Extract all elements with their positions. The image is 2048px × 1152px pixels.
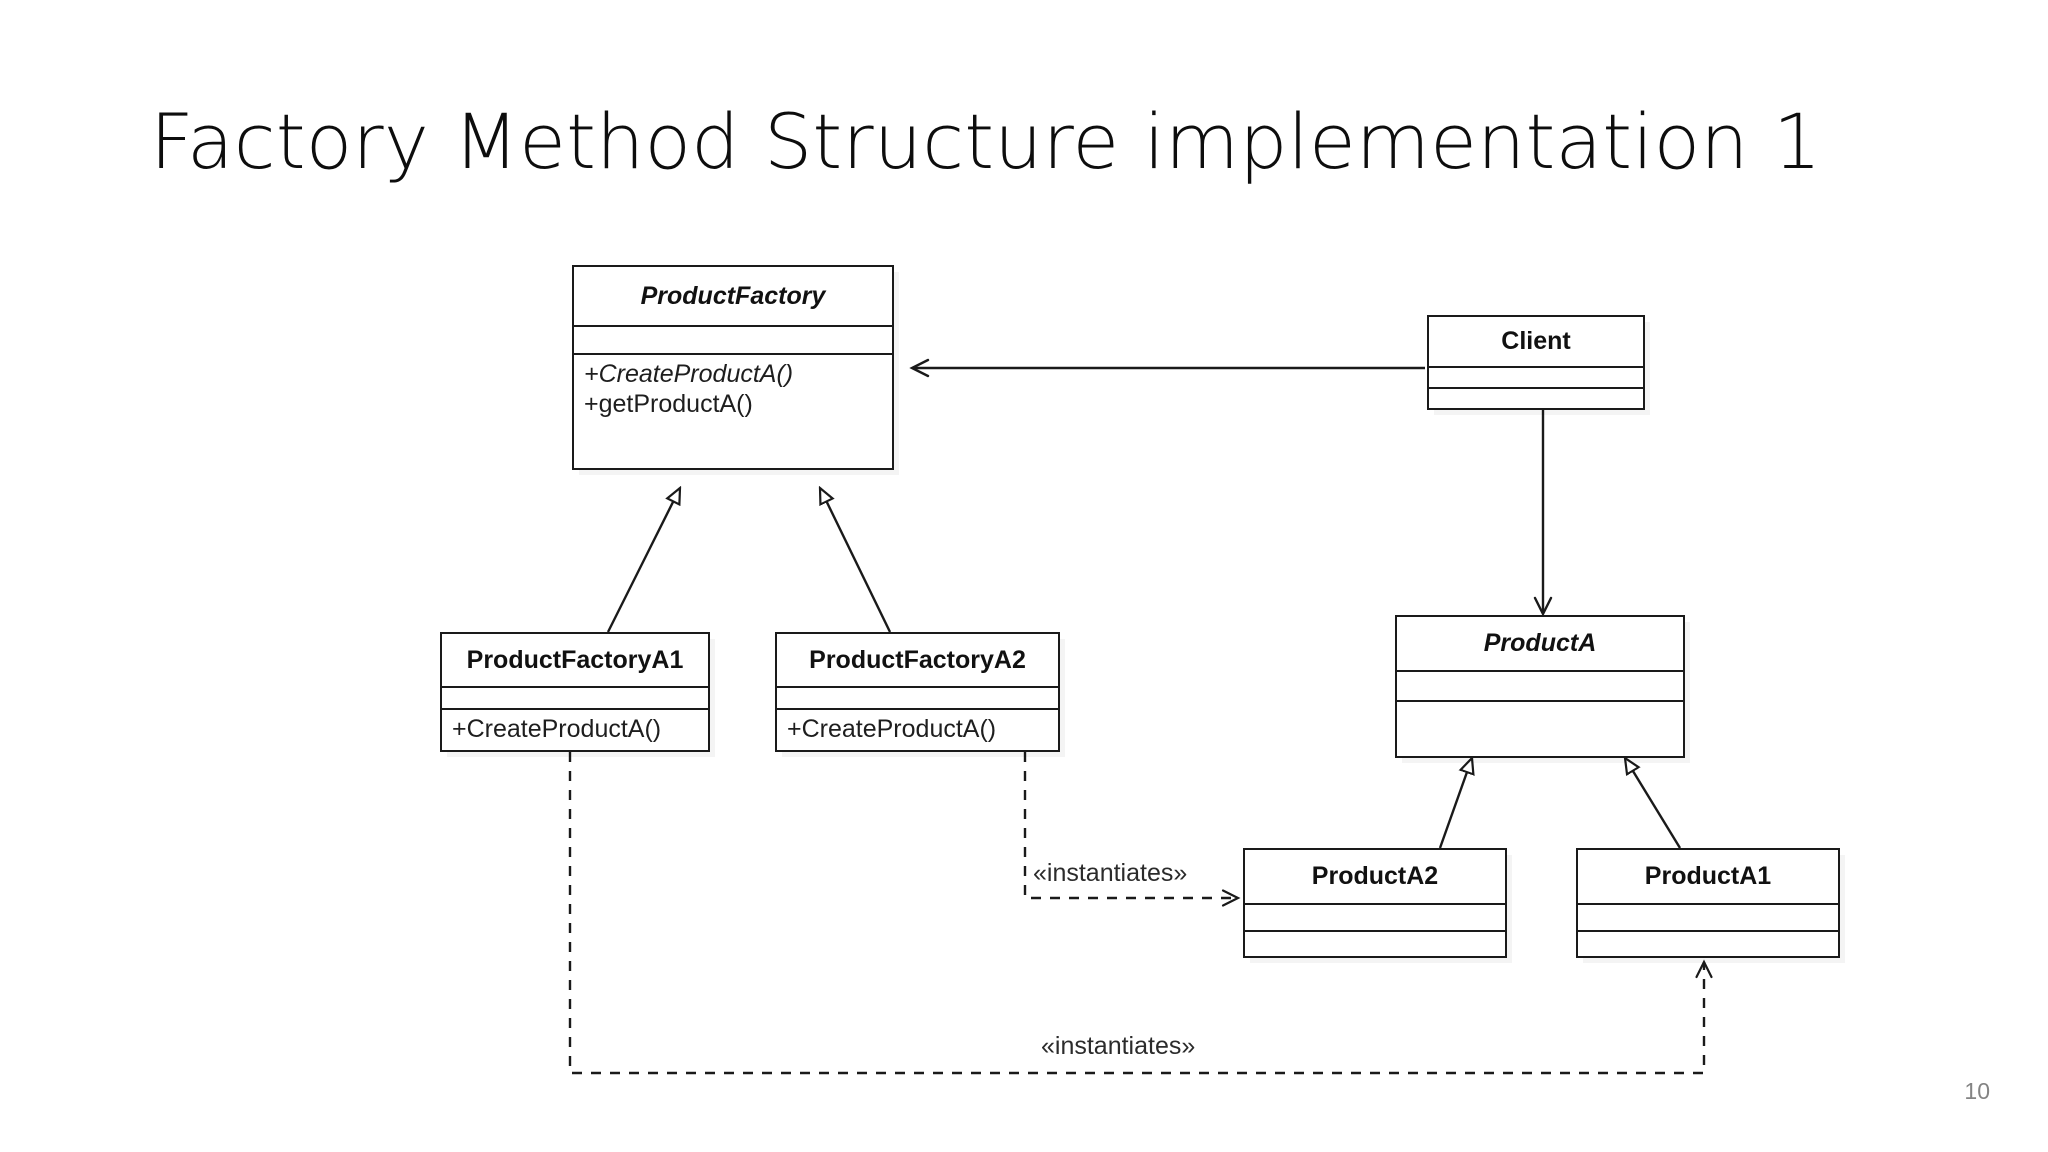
uml-method-create-product-a: +CreateProductA() — [584, 360, 794, 388]
connector-productfactorya1-generalization — [606, 488, 680, 633]
uml-attributes-product-factory — [574, 325, 892, 353]
uml-class-product-a[interactable]: ProductA — [1395, 615, 1685, 758]
uml-class-product-factory-a1[interactable]: ProductFactoryA1 +CreateProductA() — [440, 632, 710, 752]
uml-class-name-product-factory-a1: ProductFactoryA1 — [466, 645, 684, 674]
uml-attributes-product-a1 — [1578, 903, 1838, 930]
uml-method-create-product-a-a2: +CreateProductA() — [787, 715, 997, 743]
uml-methods-product-factory-a1: +CreateProductA() — [442, 708, 708, 750]
uml-attributes-product-a — [1397, 670, 1683, 700]
uml-class-name-product-factory-a2: ProductFactoryA2 — [809, 645, 1026, 674]
uml-attributes-product-factory-a1 — [442, 686, 708, 708]
uml-class-product-factory[interactable]: ProductFactory +CreateProductA() +getPro… — [572, 265, 894, 470]
page-number: 10 — [1964, 1078, 1990, 1104]
uml-methods-client — [1429, 387, 1643, 408]
uml-class-client[interactable]: Client — [1427, 315, 1645, 410]
uml-methods-product-factory-a2: +CreateProductA() — [777, 708, 1058, 750]
stereotype-label-instantiates-upper: «instantiates» — [1033, 859, 1188, 887]
uml-class-product-factory-a2[interactable]: ProductFactoryA2 +CreateProductA() — [775, 632, 1060, 752]
uml-methods-product-a — [1397, 700, 1683, 756]
uml-attributes-product-a2 — [1245, 903, 1505, 930]
connector-productfactorya2-generalization — [820, 488, 892, 633]
uml-method-get-product-a: +getProductA() — [584, 389, 753, 418]
uml-attributes-product-factory-a2 — [777, 686, 1058, 708]
stereotype-label-instantiates-lower: «instantiates» — [1041, 1032, 1196, 1060]
connector-productfactorya1-instantiates-producta1 — [568, 752, 1713, 1075]
connector-producta2-generalization — [1438, 758, 1472, 849]
uml-methods-product-a1 — [1578, 930, 1838, 956]
uml-method-create-product-a-a1: +CreateProductA() — [452, 715, 662, 743]
uml-class-name-product-a: ProductA — [1483, 629, 1597, 657]
uml-attributes-client — [1429, 366, 1643, 387]
uml-class-name-product-factory: ProductFactory — [640, 281, 826, 310]
uml-class-product-a2[interactable]: ProductA2 — [1243, 848, 1507, 958]
uml-class-name-product-a2: ProductA2 — [1311, 862, 1439, 890]
uml-class-name-client: Client — [1501, 327, 1571, 355]
uml-class-product-a1[interactable]: ProductA1 — [1576, 848, 1840, 958]
uml-methods-product-a2 — [1245, 930, 1505, 956]
page-title: Factory Method Structure implementation … — [150, 97, 1822, 186]
uml-class-name-product-a1: ProductA1 — [1644, 862, 1772, 890]
uml-methods-product-factory: +CreateProductA() +getProductA() — [574, 353, 892, 468]
connector-producta1-generalization — [1625, 758, 1682, 849]
